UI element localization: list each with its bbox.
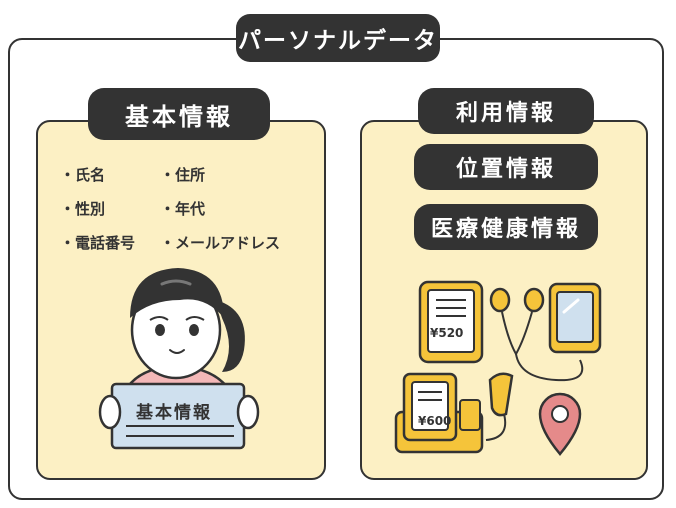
usage-info-heading: 利用情報 [418,88,594,134]
page-title: パーソナルデータ [236,14,440,62]
medical-info-heading: 医療健康情報 [414,204,598,250]
basic-info-heading: 基本情報 [88,88,270,140]
location-info-heading: 位置情報 [414,144,598,190]
